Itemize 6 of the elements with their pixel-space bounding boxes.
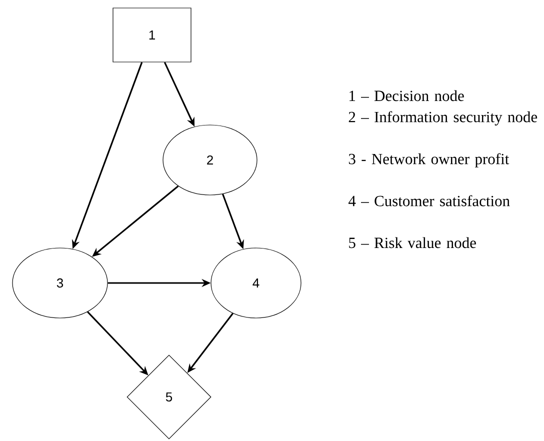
- key-text: 3 - Network owner profit: [348, 153, 510, 168]
- key-text: 2 – Information security node: [348, 111, 538, 126]
- key-text: 5 – Risk value node: [349, 237, 476, 248]
- decision-box: 1: [112, 8, 192, 62]
- key-text: 1 – Decision node: [350, 90, 464, 102]
- key-text: 4 – Customer satisfaction: [348, 195, 510, 206]
